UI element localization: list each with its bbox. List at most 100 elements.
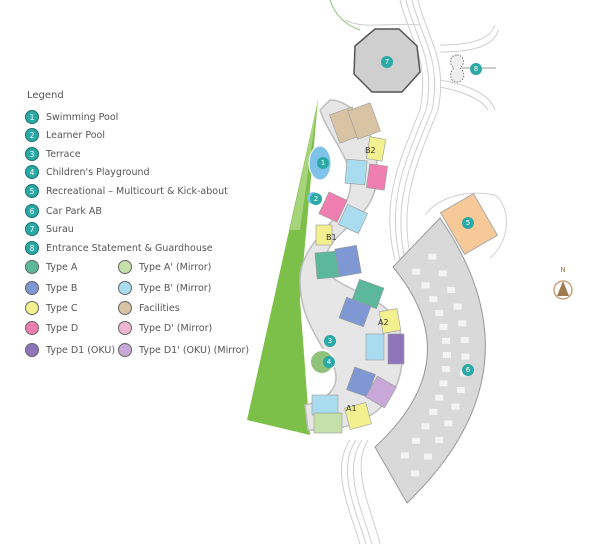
number-badge-icon: 2 bbox=[25, 128, 39, 142]
marker-2[interactable]: 2 bbox=[310, 193, 322, 205]
svg-text:6: 6 bbox=[466, 366, 471, 374]
marker-8[interactable]: 8 bbox=[470, 63, 482, 75]
number-badge-icon: 3 bbox=[25, 147, 39, 161]
legend-label: Facilities bbox=[139, 302, 180, 314]
legend-label: Type A' (Mirror) bbox=[139, 261, 212, 273]
number-badge-icon: 1 bbox=[25, 110, 39, 124]
color-swatch-icon bbox=[118, 321, 132, 335]
facility-markers: 1 2 3 4 5 6 7 8 bbox=[310, 56, 482, 376]
legend-label: Type A bbox=[46, 261, 78, 273]
legend-item-type: Type D1' (OKU) (Mirror) bbox=[118, 343, 249, 357]
parking-bay bbox=[451, 403, 460, 410]
legend-label: Terrace bbox=[46, 148, 81, 160]
color-swatch-icon bbox=[118, 301, 132, 315]
parking-bay bbox=[412, 437, 421, 444]
legend-label: Type D bbox=[46, 322, 79, 334]
number-badge-icon: 6 bbox=[25, 204, 39, 218]
parking-bay bbox=[439, 323, 448, 330]
legend-label: Recreational – Multicourt & Kick-about bbox=[46, 185, 228, 197]
legend-item-type: Type A bbox=[25, 260, 77, 274]
parking-bay bbox=[456, 387, 465, 393]
legend-label: Type B' (Mirror) bbox=[139, 282, 212, 294]
legend-label: Surau bbox=[46, 223, 74, 235]
legend-item-type: Type B bbox=[25, 281, 77, 295]
parking-bay bbox=[442, 337, 451, 344]
color-swatch-icon bbox=[25, 260, 39, 274]
svg-text:8: 8 bbox=[474, 65, 478, 73]
legend-label: Type D' (Mirror) bbox=[139, 322, 213, 334]
block-label-b1: B1 bbox=[326, 233, 337, 242]
parking-bay bbox=[442, 366, 451, 373]
legend-label: Type C bbox=[46, 302, 78, 314]
legend-label: Type D1 (OKU) bbox=[46, 344, 116, 356]
legend-label: Entrance Statement & Guardhouse bbox=[46, 242, 213, 254]
svg-text:4: 4 bbox=[327, 358, 332, 366]
marker-5[interactable]: 5 bbox=[462, 217, 474, 229]
parking-bay bbox=[400, 452, 409, 459]
svg-text:1: 1 bbox=[321, 159, 325, 167]
legend-item-facility: 5 Recreational – Multicourt & Kick-about bbox=[25, 184, 228, 198]
legend-item-type: Type A' (Mirror) bbox=[118, 260, 211, 274]
parking-bay bbox=[460, 337, 469, 343]
svg-text:2: 2 bbox=[314, 195, 318, 203]
legend-item-type: Type D' (Mirror) bbox=[118, 321, 212, 335]
svg-text:5: 5 bbox=[466, 219, 470, 227]
svg-text:N: N bbox=[560, 266, 565, 274]
legend-label: Type D1' (OKU) (Mirror) bbox=[139, 344, 250, 356]
color-swatch-icon bbox=[118, 281, 132, 295]
number-badge-icon: 8 bbox=[25, 241, 39, 255]
legend-item-type: Type B' (Mirror) bbox=[118, 281, 211, 295]
marker-3[interactable]: 3 bbox=[324, 335, 336, 347]
legend-title: Legend bbox=[27, 90, 64, 101]
legend-item-type: Type C bbox=[25, 301, 77, 315]
color-swatch-icon bbox=[118, 343, 132, 357]
block-label-a1: A1 bbox=[346, 404, 357, 413]
number-badge-icon: 5 bbox=[25, 184, 39, 198]
parking-bay bbox=[461, 353, 470, 360]
parking-bay bbox=[439, 380, 448, 387]
legend-item-type: Type D1 (OKU) bbox=[25, 343, 115, 357]
parking-bay bbox=[428, 253, 437, 260]
unit-blocks bbox=[311, 102, 405, 434]
color-swatch-icon bbox=[25, 301, 39, 315]
compass-icon: N bbox=[553, 266, 573, 300]
parking-bay bbox=[412, 268, 421, 275]
car-park bbox=[374, 217, 486, 504]
legend-item-facility: 3 Terrace bbox=[25, 147, 81, 161]
parking-bay bbox=[421, 282, 430, 289]
legend-label: Children's Playground bbox=[46, 166, 150, 178]
legend-label: Type B bbox=[46, 282, 78, 294]
parking-bay bbox=[435, 394, 444, 401]
legend-label: Car Park AB bbox=[46, 205, 102, 217]
color-swatch-icon bbox=[25, 281, 39, 295]
parking-bay bbox=[442, 351, 451, 358]
legend-item-facility: 6 Car Park AB bbox=[25, 204, 102, 218]
parking-bay bbox=[424, 453, 433, 460]
color-swatch-icon bbox=[25, 321, 39, 335]
parking-bay bbox=[429, 408, 438, 415]
svg-text:7: 7 bbox=[385, 58, 389, 66]
parking-bay bbox=[438, 270, 447, 277]
parking-bay bbox=[435, 309, 444, 316]
block-label-b2: B2 bbox=[365, 146, 376, 155]
marker-4[interactable]: 4 bbox=[323, 356, 335, 368]
parking-bay bbox=[429, 296, 438, 303]
marker-7[interactable]: 7 bbox=[381, 56, 393, 68]
marker-1[interactable]: 1 bbox=[317, 157, 329, 169]
color-swatch-icon bbox=[25, 343, 39, 357]
marker-6[interactable]: 6 bbox=[462, 364, 474, 376]
parking-bay bbox=[411, 470, 420, 477]
parking-bay bbox=[421, 423, 430, 430]
number-badge-icon: 7 bbox=[25, 222, 39, 236]
parking-bay bbox=[453, 303, 462, 310]
legend-item-type: Facilities bbox=[118, 301, 180, 315]
block-label-a2: A2 bbox=[378, 318, 389, 327]
parking-bay bbox=[458, 320, 467, 327]
parking-bay bbox=[444, 420, 453, 427]
parking-bay bbox=[435, 437, 444, 443]
